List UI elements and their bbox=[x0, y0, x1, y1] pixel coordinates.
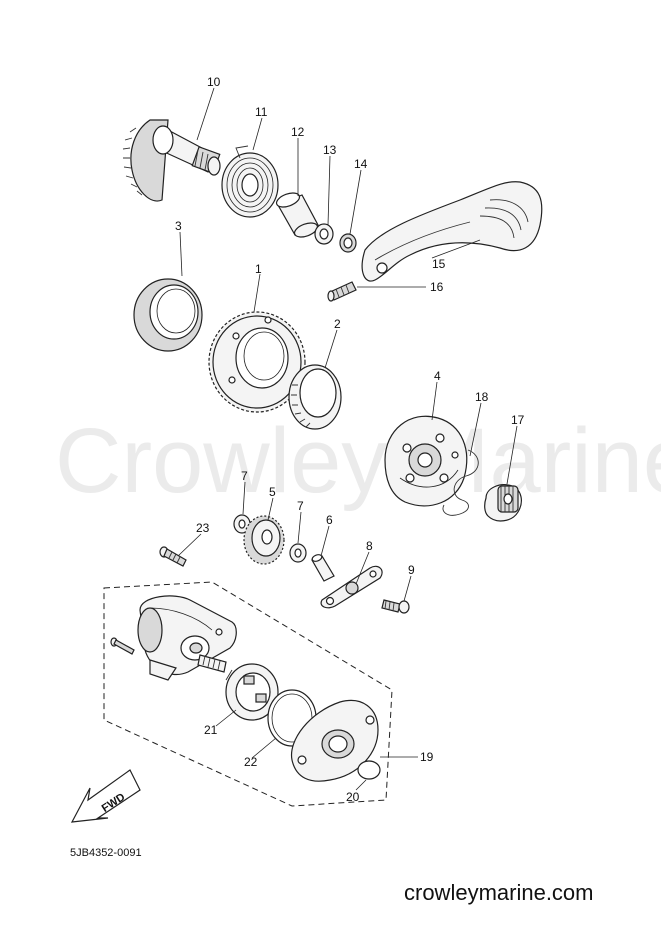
oil-seal-part-3 bbox=[133, 278, 203, 352]
kick-crank-part-15 bbox=[361, 181, 543, 282]
brush-holder-part-21 bbox=[225, 663, 279, 721]
circlip-part-14 bbox=[339, 233, 357, 253]
idler-gear-part-5 bbox=[243, 515, 285, 565]
callout-21: 21 bbox=[204, 723, 218, 737]
callout-19: 19 bbox=[420, 750, 434, 764]
callout-6: 6 bbox=[326, 513, 333, 527]
bolt-part-16 bbox=[327, 281, 357, 302]
shaft-part-6 bbox=[311, 554, 335, 582]
site-name: crowleymarine.com bbox=[404, 880, 594, 905]
callout-14: 14 bbox=[354, 157, 368, 171]
washer-part-13 bbox=[314, 223, 334, 245]
torsion-spring-part-11 bbox=[221, 145, 279, 218]
callout-5: 5 bbox=[269, 485, 276, 499]
callout-1: 1 bbox=[255, 262, 262, 276]
cap-part-20 bbox=[357, 760, 381, 780]
starter-bolt-left bbox=[110, 637, 135, 655]
collar-part-12 bbox=[275, 192, 319, 238]
starter-plate-part-4 bbox=[384, 415, 468, 507]
callout-9: 9 bbox=[408, 563, 415, 577]
washer-part-7b bbox=[289, 543, 307, 563]
leader-lines bbox=[177, 87, 518, 791]
callout-15: 15 bbox=[432, 257, 446, 271]
starter-wheel-gear-part-1 bbox=[208, 311, 306, 413]
callout-13: 13 bbox=[323, 143, 337, 157]
bolt-part-23 bbox=[159, 546, 187, 567]
callout-17: 17 bbox=[511, 413, 525, 427]
callout-23: 23 bbox=[196, 521, 210, 535]
plate-part-8 bbox=[320, 565, 383, 609]
callout-2: 2 bbox=[334, 317, 341, 331]
callout-10: 10 bbox=[207, 75, 221, 89]
watermark: Crowley Marine bbox=[55, 410, 661, 512]
callout-11: 11 bbox=[255, 105, 268, 119]
callout-7-lower: 7 bbox=[297, 499, 304, 513]
starter-motor-body bbox=[137, 595, 237, 681]
callout-16: 16 bbox=[430, 280, 444, 294]
end-cover-part-19 bbox=[290, 699, 379, 782]
callout-8: 8 bbox=[366, 539, 373, 553]
callout-3: 3 bbox=[175, 219, 182, 233]
callout-18: 18 bbox=[475, 390, 489, 404]
callout-12: 12 bbox=[291, 125, 305, 139]
kick-shaft-part-10 bbox=[122, 119, 221, 202]
callout-4: 4 bbox=[434, 369, 441, 383]
callout-22: 22 bbox=[244, 755, 258, 769]
one-way-clutch-part-2 bbox=[288, 364, 342, 430]
spring-clip-part-18 bbox=[442, 449, 479, 516]
callout-numbers: 10 11 12 13 14 3 15 1 16 2 4 18 17 7 5 7… bbox=[175, 75, 525, 804]
callout-20: 20 bbox=[346, 790, 360, 804]
pinion-gear-part-17 bbox=[484, 484, 522, 522]
screw-part-9 bbox=[381, 599, 410, 614]
callout-7-upper: 7 bbox=[241, 469, 248, 483]
fwd-arrow-icon: FWD bbox=[70, 769, 141, 823]
drawing-code: 5JB4352-0091 bbox=[70, 847, 142, 859]
